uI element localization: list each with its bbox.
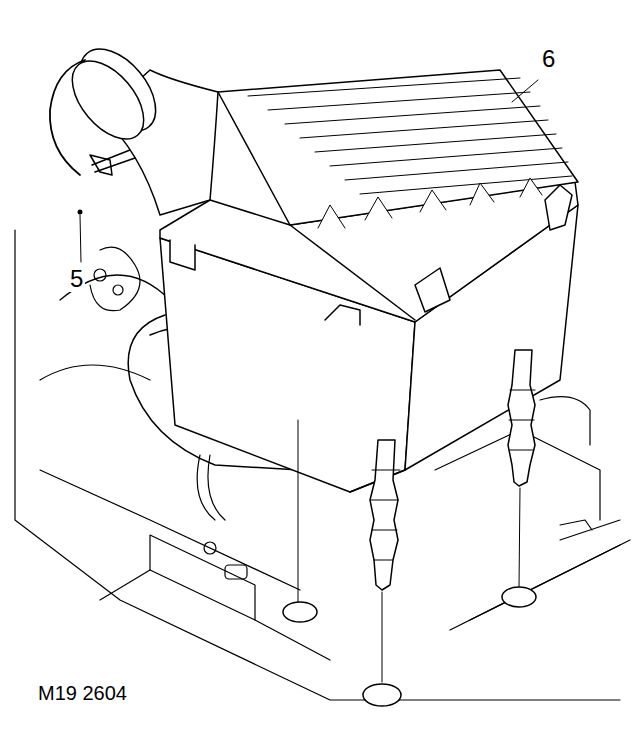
figure-code: M19 2604 [36, 682, 129, 704]
alignment-lines [298, 420, 520, 682]
leader-lines [80, 80, 538, 262]
intake-elbow [59, 35, 218, 215]
seal-ring [50, 60, 85, 175]
mounting-pegs [370, 350, 535, 590]
filter-lid [160, 70, 578, 325]
callout-number: 6 [540, 46, 557, 72]
grommets [283, 587, 536, 706]
callout-number: 5 [68, 266, 85, 292]
leader-dot [78, 210, 83, 215]
